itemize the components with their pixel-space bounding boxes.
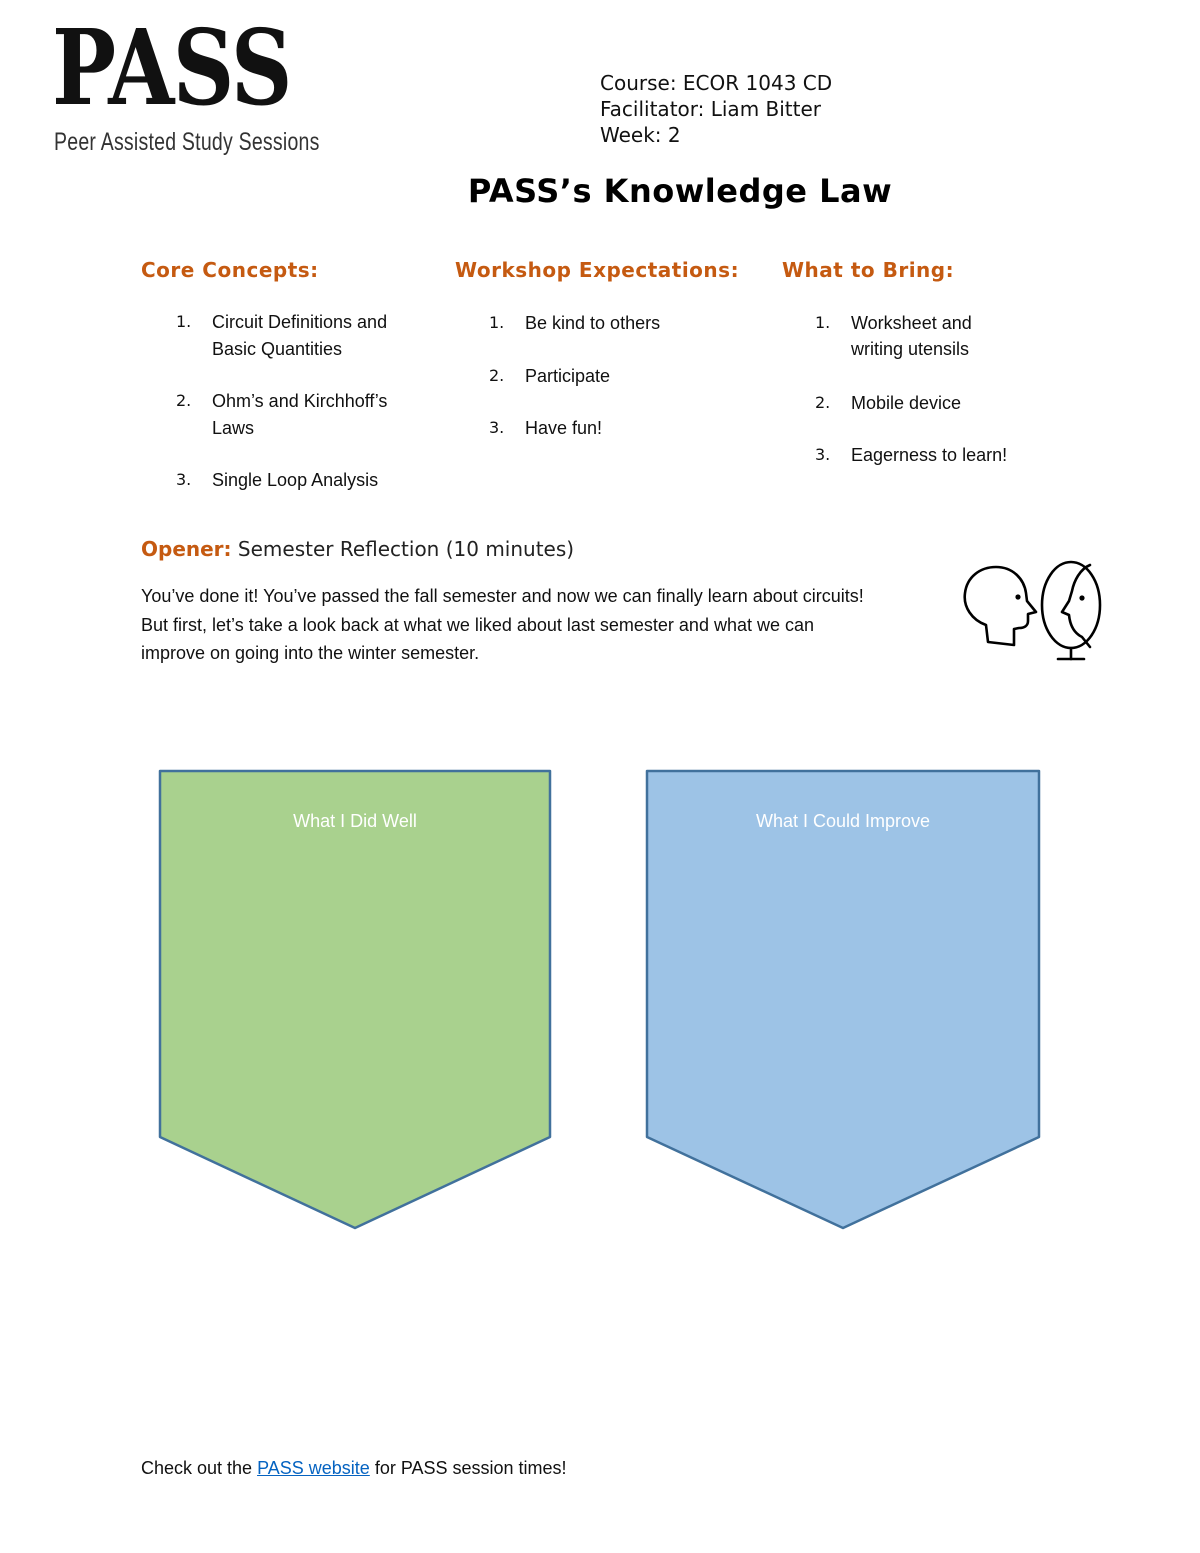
what-i-could-improve-box[interactable]: What I Could Improve xyxy=(645,769,1041,1231)
workshop-expectations-list: 1. Be kind to others 2. Participate 3. H… xyxy=(489,313,661,438)
core-concepts-list: 1. Circuit Definitions and Basic Quantit… xyxy=(176,312,388,490)
opener-heading: Opener: Semester Reflection (10 minutes) xyxy=(141,537,574,561)
what-i-could-improve-label: What I Could Improve xyxy=(755,811,931,831)
opener-label: Opener: xyxy=(141,537,232,561)
what-to-bring-list: 1. Worksheet and writing utensils 2. Mob… xyxy=(815,313,1008,465)
pass-logo: PASS Peer Assisted Study Sessions xyxy=(52,6,319,170)
what-to-bring-heading: What to Bring: xyxy=(782,258,955,282)
logo-wordmark: PASS xyxy=(52,6,292,129)
core-concepts-heading: Core Concepts: xyxy=(141,258,319,282)
course-info: Course: ECOR 1043 CD Facilitator: Liam B… xyxy=(600,70,832,148)
workshop-expectations-heading: Workshop Expectations: xyxy=(455,258,740,282)
logo-tagline: Peer Assisted Study Sessions xyxy=(54,128,320,156)
head-and-mirror-icon xyxy=(958,555,1108,665)
facilitator-line: Facilitator: Liam Bitter xyxy=(600,97,822,121)
course-line: Course: ECOR 1043 CD xyxy=(600,71,833,95)
what-i-did-well-label: What I Did Well xyxy=(293,811,417,831)
pass-website-link[interactable]: PASS website xyxy=(257,1458,370,1478)
opener-title: Semester Reflection (10 minutes) xyxy=(231,537,575,561)
week-line: Week: 2 xyxy=(600,123,681,147)
what-i-did-well-box[interactable]: What I Did Well xyxy=(158,769,552,1231)
footer-note: Check out the PASS website for PASS sess… xyxy=(141,1458,567,1478)
page-title: PASS’s Knowledge Law xyxy=(467,172,893,210)
opener-paragraph: You’ve done it! You’ve passed the fall s… xyxy=(141,586,864,663)
